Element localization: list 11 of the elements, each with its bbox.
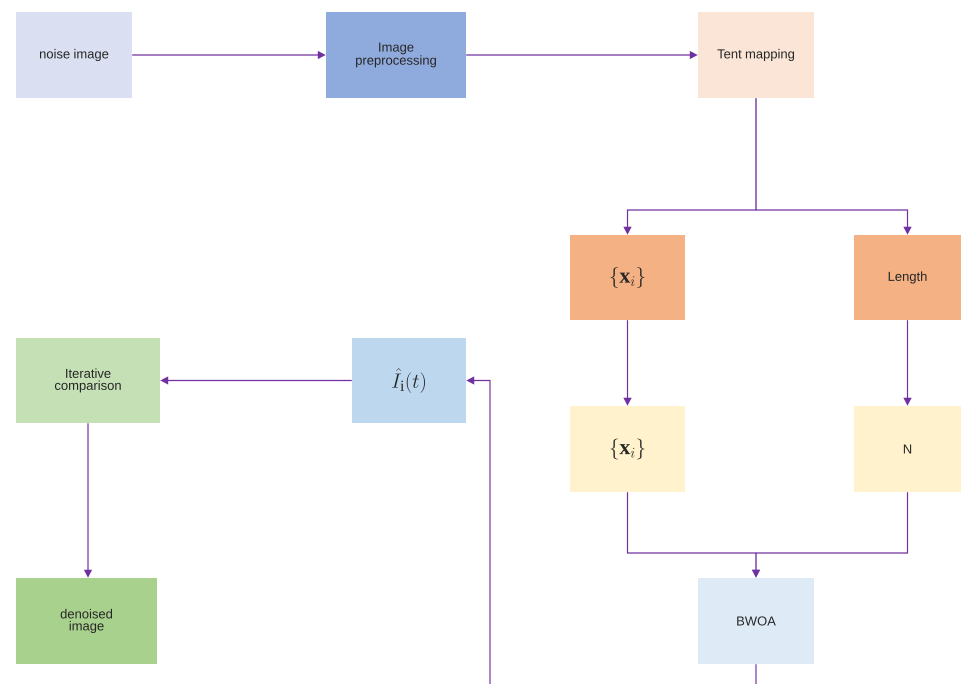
process-box: Length [854,235,961,320]
formula-box: $\{\mathbf{x}_{i}\}$ [570,235,685,320]
formula-box: $\{\mathbf{x}_{i}\}$ [570,406,685,492]
process-box: Iterative comparison [16,338,160,423]
process-box: Tent mapping [698,12,814,98]
process-box: BWOA [698,578,814,664]
formula-box: $\hat{I}_{\mathrm{i}}(t)$ [352,338,466,423]
process-box: N [854,406,961,492]
process-box: Image preprocessing [326,12,466,98]
process-box: noise image [16,12,132,98]
process-box: denoised image [16,578,157,664]
